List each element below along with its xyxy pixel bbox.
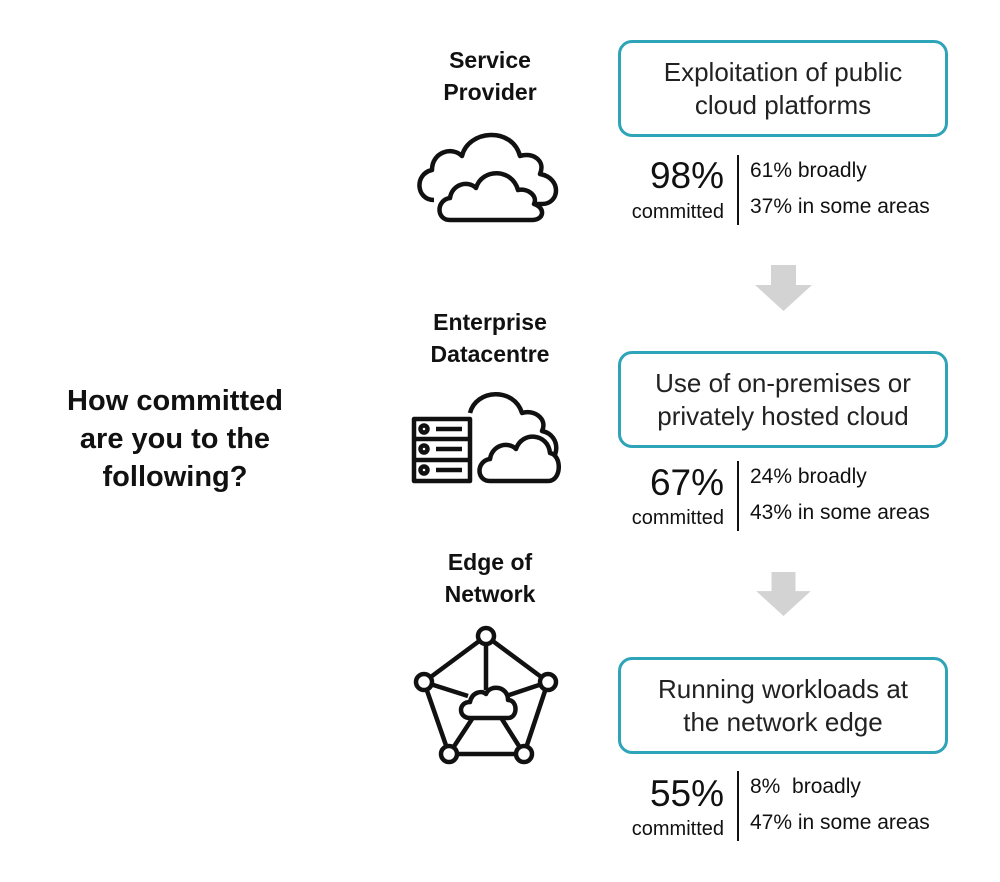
question-line: How committed <box>67 385 283 417</box>
box-line: privately hosted cloud <box>657 400 909 431</box>
box-line: the network edge <box>683 706 883 737</box>
box-line: Use of on-premises or <box>655 367 911 398</box>
question-line: are you to the <box>79 423 271 455</box>
broadly-stat: 61% broadly <box>750 159 867 182</box>
broadly-stat: 8% broadly <box>750 775 861 798</box>
question-heading: How committed are you to the following? <box>30 382 320 496</box>
committed-percent: 67% <box>649 462 724 503</box>
some-areas-stat: 37% in some areas <box>750 195 930 218</box>
service-provider-label: Service Provider <box>390 44 590 108</box>
label-line: Provider <box>443 79 537 105</box>
committed-label: committed <box>631 201 724 223</box>
box-line: Exploitation of public <box>663 56 903 87</box>
label-line: Enterprise <box>433 309 547 335</box>
label-line: Edge of <box>447 549 533 575</box>
some-areas-stat: 47% in some areas <box>750 811 930 834</box>
committed-label: committed <box>631 818 724 840</box>
box-line: cloud platforms <box>694 89 872 120</box>
some-areas-stat: 43% in some areas <box>750 501 930 524</box>
down-arrow-icon <box>755 265 812 311</box>
label-line: Datacentre <box>430 341 550 367</box>
broadly-stat: 24% broadly <box>750 465 867 488</box>
committed-percent: 55% <box>649 773 724 814</box>
cloud-icon <box>417 132 559 223</box>
label-line: Service <box>449 47 531 73</box>
divider <box>737 461 739 531</box>
committed-percent: 98% <box>649 155 724 196</box>
committed-label: committed <box>631 507 724 529</box>
server-cloud-icon <box>411 392 561 484</box>
divider <box>737 155 739 225</box>
divider <box>737 771 739 841</box>
edge-of-network-label: Edge of Network <box>390 546 590 610</box>
enterprise-datacentre-label: Enterprise Datacentre <box>390 306 590 370</box>
label-line: Network <box>444 581 536 607</box>
network-cloud-icon <box>413 625 559 765</box>
question-line: following? <box>102 461 248 493</box>
box-line: Running workloads at <box>657 673 909 704</box>
down-arrow-icon <box>756 572 811 616</box>
